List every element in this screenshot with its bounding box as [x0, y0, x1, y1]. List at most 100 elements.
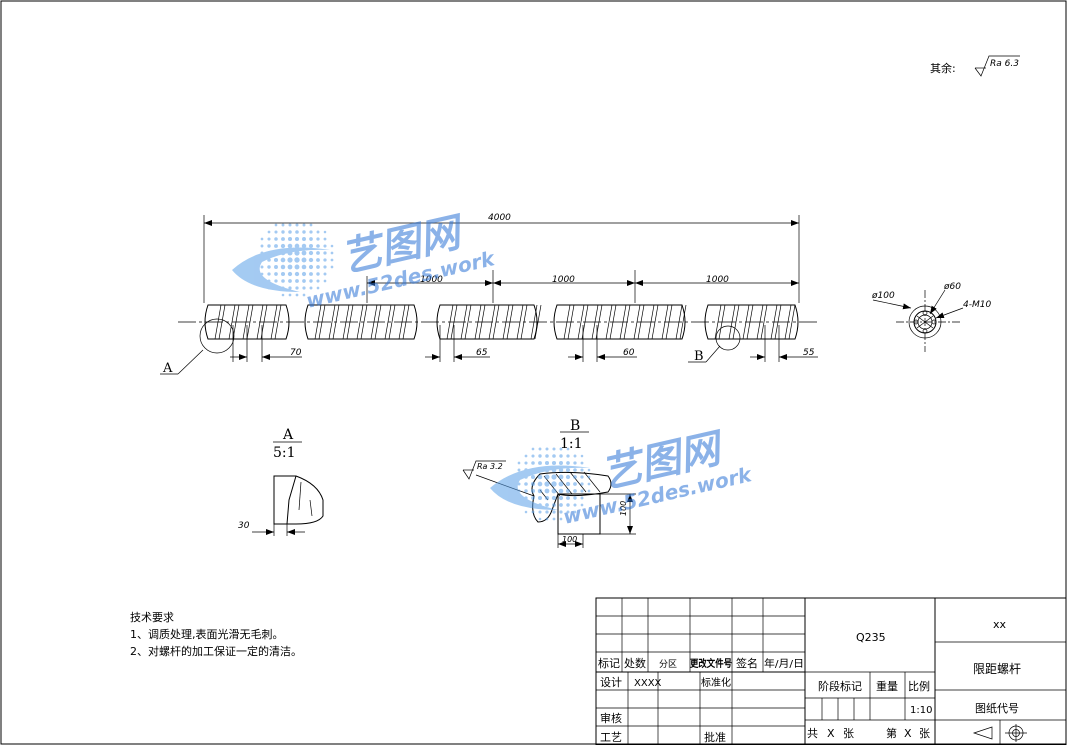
- thread-line: [742, 304, 750, 340]
- watermark-dot: [538, 447, 542, 451]
- thread-line: [595, 304, 603, 340]
- dim-pitch-55: 55: [803, 348, 815, 358]
- watermark-dot: [580, 503, 584, 507]
- thread-line: [770, 304, 778, 340]
- watermark-dot: [309, 279, 313, 283]
- dim-pitch-60: 60: [623, 348, 635, 358]
- th-shenhe: 审核: [600, 711, 622, 725]
- watermark-dot: [552, 503, 556, 507]
- thread-line: [788, 304, 796, 340]
- technical-requirements: 技术要求 1、调质处理,表面光滑无毛刺。 2、对螺杆的加工保证一定的清洁。: [130, 611, 302, 658]
- thread-line: [563, 304, 571, 340]
- watermark-dot: [316, 237, 320, 241]
- projection-symbol-icon: [972, 724, 1027, 742]
- thread-line: [633, 304, 641, 340]
- watermark-dot: [323, 272, 327, 276]
- watermark-dot: [559, 510, 563, 514]
- watermark-dot: [544, 488, 550, 494]
- dim-total: 4000: [488, 213, 511, 223]
- watermark-dot: [330, 265, 334, 269]
- thread-line: [623, 304, 631, 340]
- th-fenqu: 分区: [659, 659, 677, 670]
- label-B: B: [694, 349, 704, 364]
- thread-line: [370, 304, 378, 340]
- watermark-dot: [316, 272, 320, 276]
- thread-line: [647, 304, 655, 340]
- thread-line: [260, 304, 268, 340]
- company: xx: [993, 618, 1007, 631]
- thread-line: [384, 304, 392, 340]
- thread-line: [256, 304, 264, 340]
- scale-value: 1:10: [910, 705, 932, 716]
- thread-line: [232, 304, 240, 340]
- watermark-dot: [566, 510, 570, 514]
- th-di: 第: [886, 726, 897, 740]
- dim-seg3: 1000: [706, 275, 729, 285]
- watermark-dot: [281, 279, 285, 283]
- watermark-dot: [537, 488, 543, 494]
- dim-pitch-65: 65: [476, 348, 488, 358]
- watermark-dot: [573, 475, 577, 479]
- th-x2: X: [904, 727, 912, 740]
- watermark-dot: [559, 517, 563, 521]
- watermark-dot: [323, 265, 327, 269]
- th-chushu: 处数: [624, 657, 646, 670]
- watermark-1: 艺图网 www.52des.work: [232, 209, 498, 313]
- watermark-dot: [295, 279, 299, 283]
- th-sheji: 设计: [600, 676, 622, 689]
- watermark-dot: [302, 230, 306, 234]
- th-zhang2: 张: [919, 727, 930, 740]
- th-x1: X: [827, 727, 835, 740]
- watermark-dot: [316, 279, 320, 283]
- watermark-dot: [288, 230, 292, 234]
- th-date: 年/月/日: [764, 657, 804, 670]
- watermark-dot: [294, 250, 300, 256]
- watermark-dot: [530, 481, 536, 487]
- viewB-title: B: [570, 418, 580, 434]
- watermark-dot: [323, 251, 327, 255]
- dim-detailA: 30: [238, 521, 250, 531]
- watermark-dot: [565, 488, 571, 494]
- watermark-dot: [273, 257, 279, 263]
- watermark-dot: [544, 481, 550, 487]
- thread-line: [360, 304, 368, 340]
- watermark-dot: [316, 258, 320, 262]
- watermark-dot: [323, 230, 327, 234]
- dim-detailB-h: 100: [619, 501, 628, 516]
- watermark-dot: [301, 250, 307, 256]
- dim-seg1: 1000: [420, 275, 443, 285]
- th-gongyi: 工艺: [600, 731, 622, 744]
- dim-pitch-70: 70: [290, 348, 302, 358]
- watermark-dot: [309, 272, 313, 276]
- shaft-segment: [704, 304, 799, 340]
- watermark-dot: [302, 293, 306, 297]
- watermark-dot: [267, 272, 271, 276]
- thread-line: [332, 304, 340, 340]
- watermark-dot: [573, 482, 577, 486]
- watermark-2: 艺图网 www.52des.work: [490, 425, 755, 529]
- thread-line: [246, 304, 254, 340]
- watermark-dot: [531, 454, 535, 458]
- watermark-dot: [287, 271, 293, 277]
- th-biaoji: 标记: [598, 656, 620, 670]
- watermark-dot: [274, 279, 278, 283]
- watermark-dot: [308, 243, 314, 249]
- detail-view-A: A 5:1 30: [238, 427, 324, 536]
- thread-line: [534, 304, 542, 340]
- main-view-screw: 4000 1000 1000 1000 70 65 60: [160, 213, 820, 376]
- watermark-dot: [566, 503, 570, 507]
- thread-line: [398, 304, 406, 340]
- watermark-dot: [316, 244, 320, 248]
- material: Q235: [856, 631, 886, 644]
- watermark-dot: [573, 454, 577, 458]
- watermark-dot: [302, 237, 306, 241]
- watermark-dot: [330, 251, 334, 255]
- thread-line: [679, 304, 687, 340]
- watermark-dot: [538, 517, 542, 521]
- th-jieduan: 阶段标记: [818, 679, 862, 693]
- watermark-dot: [308, 264, 314, 270]
- watermark-dot: [280, 257, 286, 263]
- label-A: A: [162, 361, 173, 376]
- watermark-dot: [587, 482, 591, 486]
- watermark-dot: [537, 495, 543, 501]
